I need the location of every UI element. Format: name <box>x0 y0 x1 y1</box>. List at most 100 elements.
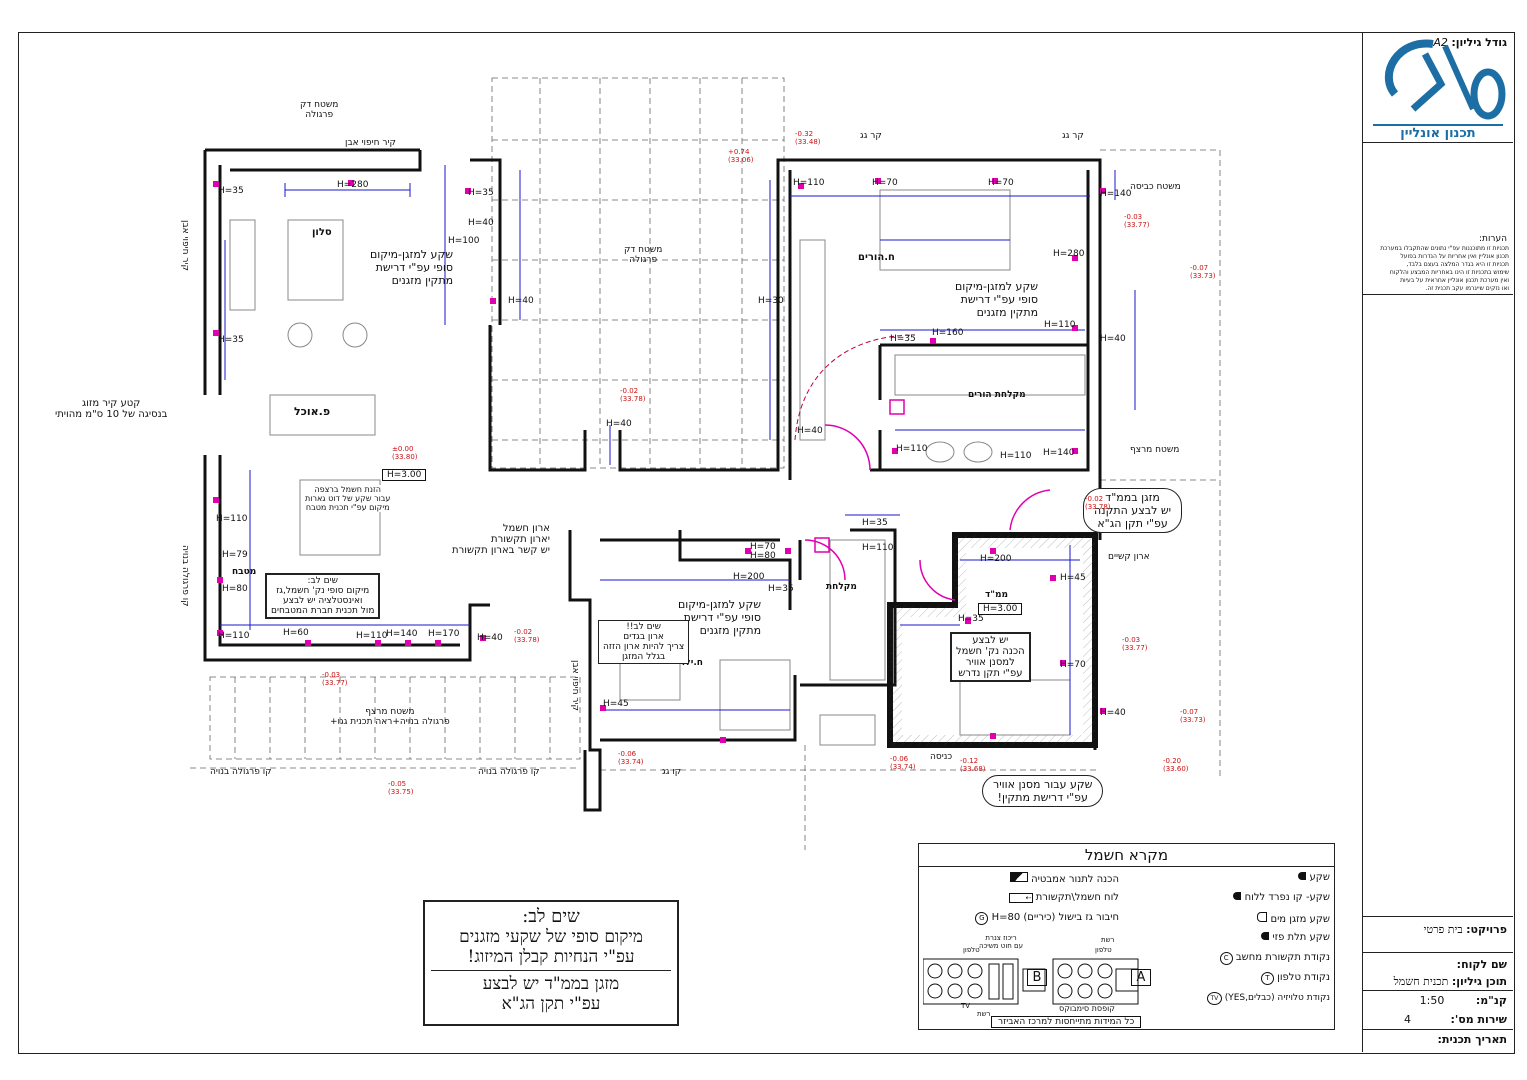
door-markers <box>804 399 1051 601</box>
gas-icon: G <box>975 912 989 925</box>
level-marker: -0.07 (33.73) <box>1190 264 1216 280</box>
room-label-tile-bottom: משטח מרצף +פרגולה בנויה+ראה תכנית גגו <box>330 707 450 727</box>
level-marker: -0.02 (33.78) <box>1085 495 1111 511</box>
company-name: תכנון אונליין <box>1373 124 1503 141</box>
level-marker: ±0.00 (33.80) <box>392 445 418 461</box>
height-tag: H=70 <box>872 178 898 188</box>
height-tag: H=35 <box>862 518 888 528</box>
room-label-child: ח.ילד <box>680 658 703 668</box>
height-tag: H=40 <box>797 426 823 436</box>
height-tag: H=35 <box>958 614 984 624</box>
legend-item: שקע <box>1298 872 1330 883</box>
callout-window: קטע קיר מזוג בנסיגה של 10 ס"מ מהויתי <box>55 398 168 420</box>
socket-icon <box>1257 912 1268 922</box>
level-marker: -0.32 (33.48) <box>795 130 821 146</box>
legend-small: קופסת סימבוקס <box>1059 1004 1115 1013</box>
room-label-parents-bath: מקלחת הורים <box>968 390 1026 400</box>
box-a-label: A <box>1131 969 1151 986</box>
socket-icon <box>1298 872 1307 880</box>
attention-line: עפ"י הנחיות קבלן המיזוג! <box>467 947 635 967</box>
scale-row: קנ"מ: 1:50 <box>1419 994 1507 1007</box>
height-tag: H=35 <box>468 188 494 198</box>
height-tag: H=280 <box>337 180 369 190</box>
project-row: פרויקט: בית פרטי <box>1423 923 1507 936</box>
height-tag: H=110 <box>896 444 928 454</box>
legend-item: שקע תלת פזי <box>1261 932 1330 943</box>
callout-mamad-note: יש לבצע הכנה נק' חשמל למסנן אוויר עפ"י ת… <box>950 632 1031 682</box>
height-tag: H=80 <box>750 551 776 561</box>
room-label-wash: משטח כביסה <box>1130 182 1181 192</box>
edge-label: קו פרגולה בנויה <box>210 767 272 777</box>
attention-line: מיקום סופי של שקעי מזגנים <box>459 927 643 947</box>
room-label-parents: ח.הורים <box>858 252 895 263</box>
edge-label: קר גג <box>860 131 882 141</box>
edge-label: קיר חיפוי אבן <box>570 660 580 711</box>
legend-item: לוח חשמל\תקשורת ⇠ <box>1008 892 1119 903</box>
legend-item: חיבור גז בישול (כיריים) H=80 G <box>975 912 1119 925</box>
height-tag: H=40 <box>1100 334 1126 344</box>
height-tag: H=45 <box>603 699 629 709</box>
notes-line: שימוש בתכניות זו הינו באחריות המבצע והלק… <box>1389 269 1509 276</box>
notes-line: תכניות זו מתוכננות עפ"י נתונים שהתקבלו ב… <box>1380 245 1509 252</box>
callout-panel: ארון חשמל יארון תקשורת יש קשר בארון תקשו… <box>452 523 550 556</box>
height-tag: H=160 <box>932 328 964 338</box>
notes-line: תכניות זו היא בגדר המלצה בעצם בלבד, <box>1406 261 1509 268</box>
room-label-mamad: ממ"ד <box>985 590 1009 600</box>
height-tag: H=200 <box>733 572 765 582</box>
height-tag: H=40 <box>468 218 494 228</box>
height-tag: H=35 <box>890 334 916 344</box>
height-tag: H=110 <box>1000 451 1032 461</box>
height-tag-box: H=3.00 <box>978 603 1023 615</box>
pergola-grid-top <box>491 77 785 469</box>
height-tag: H=110 <box>1044 320 1076 330</box>
level-marker: -0.12 (33.68) <box>960 757 986 773</box>
height-tag: H=110 <box>216 514 248 524</box>
height-tag: H=40 <box>606 419 632 429</box>
notes-line: תכנון אונליין ואין אחריות על הנדרות בפוע… <box>1400 253 1509 260</box>
edge-label: קיר חיפוי אבן <box>345 138 396 148</box>
callout-ac-child: שקע למזגן-מיקום סופי עפ"י דרישת מתקין מז… <box>678 598 762 637</box>
height-tag: H=60 <box>283 628 309 638</box>
height-tag: H=79 <box>222 550 248 560</box>
height-tag: H=40 <box>477 633 503 643</box>
notes-title: הערות: <box>1479 234 1507 244</box>
notes-line: ואו נזקים שייגרמו עקב תכנית זה. <box>1425 285 1509 292</box>
legend-item: נקודת תקשורת מחשב C <box>1219 952 1330 965</box>
legend-small: רשת <box>977 1010 991 1018</box>
tv-icon: TV <box>1206 992 1222 1005</box>
level-marker: -0.03 (33.77) <box>1124 213 1150 229</box>
height-tag: H=45 <box>1060 573 1086 583</box>
legend-title: מקרא חשמל <box>919 844 1334 867</box>
height-tag: H=70 <box>750 542 776 552</box>
height-tag: H=110 <box>793 178 825 188</box>
level-marker: -0.02 (33.78) <box>514 628 540 644</box>
level-marker: -0.07 (33.73) <box>1180 708 1206 724</box>
height-tag: H=100 <box>448 236 480 246</box>
legend-small: רשת <box>1101 936 1115 944</box>
room-label-closet: ארון קשיים <box>1108 552 1150 562</box>
height-tag: H=170 <box>428 629 460 639</box>
level-marker: -0.02 (33.78) <box>620 387 646 403</box>
legend-small: ריכוז צנרת עם חוט משיכה <box>979 934 1024 950</box>
room-label-tile-top: משטח מרצף <box>1130 445 1180 455</box>
room-label-pergola-mid: משטח דק פרגולה <box>624 245 663 265</box>
height-tag-box: H=3.00 <box>382 469 427 481</box>
height-tag: H=35 <box>768 584 794 594</box>
socket-markers <box>213 178 1106 743</box>
height-tag: H=200 <box>980 554 1012 564</box>
dimension-lines <box>220 165 1136 735</box>
drawing-sheet <box>18 32 1515 1054</box>
level-marker: -0.06 (33.74) <box>618 750 644 766</box>
height-tag: H=140 <box>1043 448 1075 458</box>
version-row: שירות מס': 4 <box>1403 1013 1507 1026</box>
content-row: תוכן גיליון: תכנית חשמל <box>1393 975 1507 988</box>
swing-arc <box>794 334 916 441</box>
callout-attn-kitchen: שים לב: מיקום סופי נק' חשמל,גז ואינסטלצי… <box>265 573 381 619</box>
box-b-label: B <box>1027 969 1047 986</box>
socket-icon <box>1261 932 1270 940</box>
client-row: שם לקוח: <box>1456 958 1507 971</box>
level-marker: -0.03 (33.77) <box>322 671 348 687</box>
legend-item: נקודת טלפון T <box>1260 972 1330 985</box>
callout-filter: שקע עבור מסנן אוויר עפ"י דרישת מתקין! <box>982 775 1104 807</box>
height-tag: H=140 <box>386 629 418 639</box>
